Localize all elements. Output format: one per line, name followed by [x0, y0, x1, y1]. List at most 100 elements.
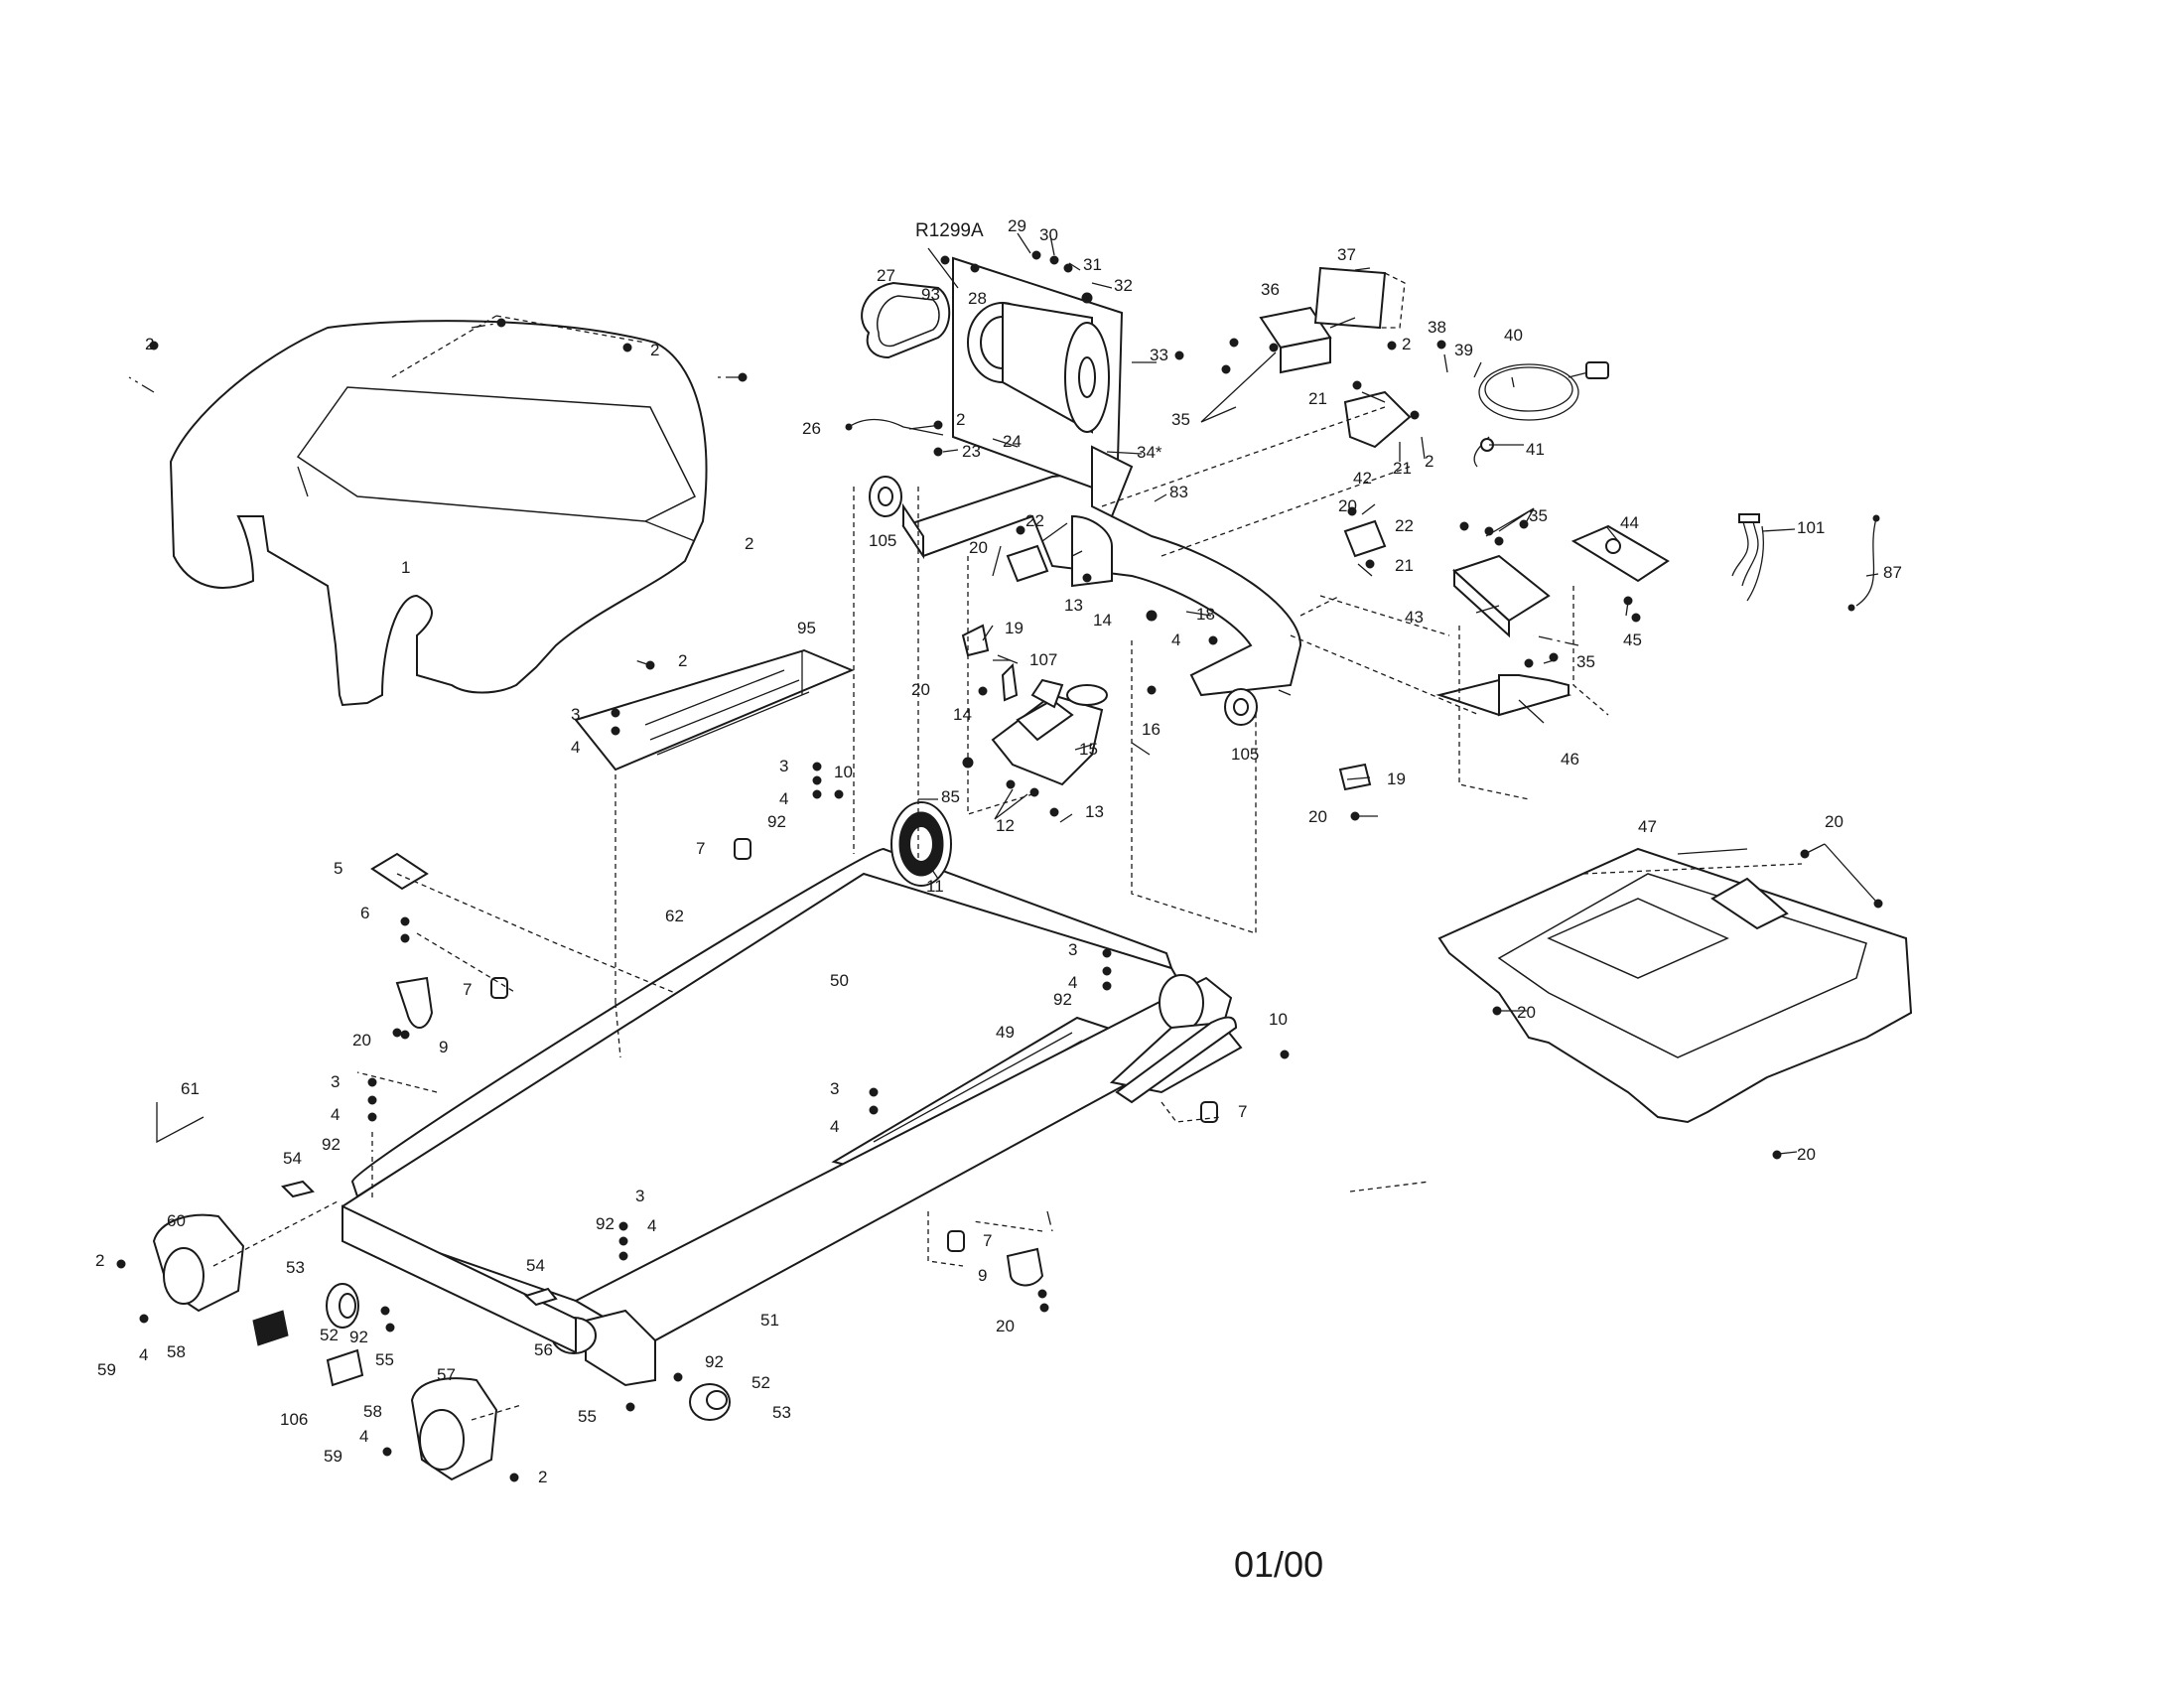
callout-58: 58 [363, 1402, 382, 1421]
callout-105: 105 [869, 531, 896, 550]
transformer-part-36 [1259, 306, 1332, 374]
callout-58: 58 [167, 1342, 186, 1361]
callout-3: 3 [635, 1187, 644, 1205]
bracket-part-9-right [1006, 1247, 1044, 1287]
bracket-part-9-left [395, 976, 434, 1029]
wheel-part-105-right [1224, 688, 1258, 726]
wheel-part-105-left [869, 476, 902, 517]
callout-2: 2 [1425, 452, 1433, 471]
callout-20: 20 [969, 538, 988, 557]
callout-45: 45 [1623, 631, 1642, 649]
callout-20: 20 [1797, 1145, 1816, 1164]
callout-35: 35 [1576, 652, 1595, 671]
callout-3: 3 [331, 1072, 340, 1091]
callout-53: 53 [286, 1258, 305, 1277]
callout-35: 35 [1529, 506, 1548, 525]
callout-57: 57 [437, 1365, 456, 1384]
pad-part-54-left [281, 1180, 315, 1198]
callout-31: 31 [1083, 255, 1102, 274]
callout-6: 6 [360, 904, 369, 922]
callout-7: 7 [983, 1231, 992, 1250]
isolator-part-7 [490, 838, 1218, 1252]
callout-105: 105 [1231, 745, 1259, 764]
callout-92: 92 [322, 1135, 341, 1154]
base-cover-part-47 [1437, 847, 1913, 1124]
callout-61: 61 [181, 1079, 200, 1098]
bracket-part-42 [1343, 390, 1412, 449]
callout-4: 4 [1068, 973, 1077, 992]
callout-22: 22 [1395, 516, 1414, 535]
board-tray-part-46 [1435, 673, 1572, 717]
callout-15: 15 [1079, 740, 1098, 759]
callout-26: 26 [802, 419, 821, 438]
callout-95: 95 [797, 619, 816, 637]
callout-4: 4 [571, 738, 580, 757]
callout-44: 44 [1620, 513, 1639, 532]
callout-37: 37 [1337, 245, 1356, 264]
rear-foot-part-52-left [326, 1283, 359, 1329]
callout-32: 32 [1114, 276, 1133, 295]
callout-34: 34* [1137, 443, 1162, 462]
bracket-part-19-right [1338, 763, 1372, 791]
callout-14: 14 [1093, 611, 1112, 630]
callout-2: 2 [678, 651, 687, 670]
callout-3: 3 [571, 705, 580, 724]
callout-50: 50 [830, 971, 849, 990]
callout-19: 19 [1387, 770, 1406, 788]
callout-4: 4 [359, 1427, 368, 1446]
assembly-guide-lines [128, 315, 1803, 1421]
callout-106: 106 [280, 1410, 308, 1429]
callout-2: 2 [745, 534, 753, 553]
cover-plate-part-37 [1313, 266, 1406, 330]
callout-13: 13 [1085, 802, 1104, 821]
rear-roller-end-right [1109, 974, 1243, 1104]
callout-92: 92 [1053, 990, 1072, 1009]
bumper-part-106 [252, 1310, 364, 1387]
ground-wire-part-26 [845, 418, 944, 436]
callout-24: 24 [1003, 432, 1022, 451]
callout-60: 60 [167, 1211, 186, 1230]
bracket-part-5 [370, 852, 429, 891]
callout-14: 14 [953, 705, 972, 724]
wire-harness-part-101 [1731, 513, 1764, 602]
callout-54: 54 [283, 1149, 302, 1168]
callout-47: 47 [1638, 817, 1657, 836]
callout-18: 18 [1196, 605, 1215, 624]
callout-12: 12 [996, 816, 1015, 835]
hex-key-part-61 [156, 1102, 205, 1144]
callout-29: 29 [1008, 216, 1026, 235]
callout-1: 1 [401, 558, 410, 577]
callout-36: 36 [1261, 280, 1280, 299]
callout-10: 10 [1269, 1010, 1288, 1029]
callout-56: 56 [534, 1340, 553, 1359]
date-code: 01/00 [1234, 1544, 1323, 1585]
controller-board-part-43 [1452, 554, 1551, 638]
callout-49: 49 [996, 1023, 1015, 1042]
callout-5: 5 [334, 859, 342, 878]
callout-7: 7 [463, 980, 472, 999]
callout-38: 38 [1428, 318, 1446, 337]
left-foot-rail-part-95 [574, 648, 855, 772]
callout-2: 2 [956, 410, 965, 429]
bracket-part-22-left [1006, 544, 1049, 583]
callout-35: 35 [1171, 410, 1190, 429]
callout-92: 92 [596, 1214, 614, 1233]
callout-53: 53 [772, 1403, 791, 1422]
callout-93: 93 [921, 285, 940, 304]
callout-9: 9 [978, 1266, 987, 1285]
callout-3: 3 [830, 1079, 839, 1098]
callout-4: 4 [1171, 631, 1180, 649]
callout-62: 62 [665, 907, 684, 925]
callout-10: 10 [834, 763, 853, 781]
drive-belt-part-27 [861, 281, 951, 359]
callout-40: 40 [1504, 326, 1523, 345]
callout-13: 13 [1064, 596, 1083, 615]
callout-87: 87 [1883, 563, 1902, 582]
motor-hood-part-1 [169, 320, 708, 707]
callout-19: 19 [1005, 619, 1024, 637]
callout-2: 2 [145, 335, 154, 353]
callout-55: 55 [375, 1350, 394, 1369]
callout-92: 92 [705, 1352, 724, 1371]
callout-11: 11 [926, 877, 944, 896]
callout-7: 7 [1238, 1102, 1247, 1121]
